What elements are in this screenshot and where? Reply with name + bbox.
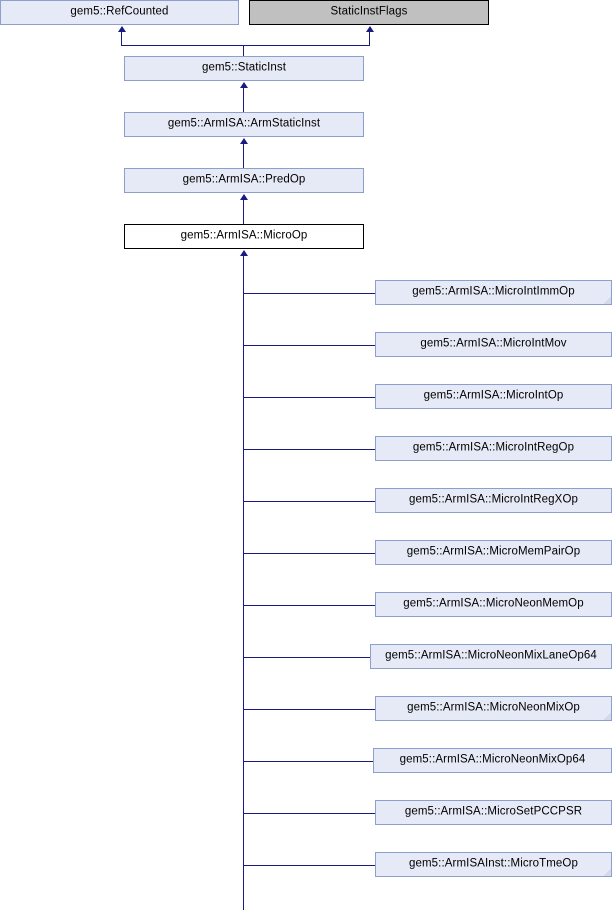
class-node-label: gem5::ArmISA::MicroIntImmOp	[412, 285, 575, 298]
edge-segment	[121, 45, 370, 46]
edge-segment	[243, 397, 375, 398]
derived-class-node[interactable]: gem5::ArmISA::MicroNeonMixLaneOp64	[370, 644, 612, 669]
derived-trunk-line	[243, 255, 244, 910]
class-node-label: gem5::ArmISA::MicroIntRegXOp	[409, 493, 578, 506]
edge-segment	[243, 657, 370, 658]
edge-segment	[243, 345, 375, 346]
derived-class-node[interactable]: gem5::ArmISA::MicroNeonMemOp	[375, 592, 612, 617]
inheritance-arrow	[366, 26, 374, 32]
derived-class-node[interactable]: gem5::ArmISA::MicroIntRegXOp	[375, 488, 612, 513]
class-node-arm-static-inst[interactable]: gem5::ArmISA::ArmStaticInst	[124, 112, 364, 137]
class-node-label: gem5::ArmISA::MicroNeonMemOp	[403, 597, 584, 610]
class-node-micro-op[interactable]: gem5::ArmISA::MicroOp	[124, 224, 364, 249]
class-node-ref-counted[interactable]: gem5::RefCounted	[0, 0, 239, 25]
edge-segment	[243, 761, 373, 762]
class-node-static-inst[interactable]: gem5::StaticInst	[124, 56, 364, 81]
edge-segment	[243, 501, 375, 502]
class-node-label: gem5::StaticInst	[201, 61, 287, 74]
class-node-label: gem5::ArmISA::ArmStaticInst	[167, 117, 321, 130]
class-node-label: gem5::ArmISA::MicroNeonMixOp64	[399, 753, 586, 766]
derived-class-node[interactable]: gem5::ArmISAInst::MicroTmeOp	[375, 852, 612, 877]
inheritance-arrow	[240, 138, 248, 144]
edge-segment	[243, 553, 375, 554]
edge-segment	[243, 45, 244, 56]
edge-segment	[243, 813, 375, 814]
class-node-label: gem5::ArmISA::PredOp	[182, 173, 306, 186]
derived-class-node[interactable]: gem5::ArmISA::MicroSetPCCPSR	[375, 800, 612, 825]
derived-class-node[interactable]: gem5::ArmISA::MicroMemPairOp	[375, 540, 612, 565]
edge-segment	[243, 865, 375, 866]
derived-class-node[interactable]: gem5::ArmISA::MicroIntImmOp	[375, 280, 612, 305]
derived-class-node[interactable]: gem5::ArmISA::MicroIntMov	[375, 332, 612, 357]
edge-segment	[369, 32, 370, 45]
derived-class-node[interactable]: gem5::ArmISA::MicroIntRegOp	[375, 436, 612, 461]
edge-segment	[243, 88, 244, 112]
class-node-label: gem5::ArmISA::MicroNeonMixLaneOp64	[385, 649, 597, 662]
edge-segment	[243, 449, 375, 450]
derived-class-node[interactable]: gem5::ArmISA::MicroIntOp	[375, 384, 612, 409]
class-node-label: gem5::ArmISA::MicroNeonMixOp	[407, 701, 580, 714]
derived-class-node[interactable]: gem5::ArmISA::MicroNeonMixOp	[375, 696, 612, 721]
class-node-pred-op[interactable]: gem5::ArmISA::PredOp	[124, 168, 364, 193]
edge-segment	[121, 32, 122, 45]
inheritance-arrow	[240, 194, 248, 200]
class-node-label: StaticInstFlags	[330, 5, 408, 18]
edge-segment	[243, 144, 244, 168]
derived-class-node[interactable]: gem5::ArmISA::MicroNeonMixOp64	[373, 748, 612, 773]
edge-segment	[243, 605, 375, 606]
class-node-label: gem5::ArmISA::MicroIntMov	[420, 337, 567, 350]
inheritance-arrow	[240, 82, 248, 88]
class-node-label: gem5::ArmISA::MicroOp	[180, 229, 308, 242]
inheritance-arrow	[118, 26, 126, 32]
class-node-label: gem5::RefCounted	[70, 5, 169, 18]
class-node-label: gem5::ArmISA::MicroMemPairOp	[406, 545, 581, 558]
class-node-label: gem5::ArmISA::MicroSetPCCPSR	[404, 805, 583, 818]
class-node-static-inst-flags[interactable]: StaticInstFlags	[249, 0, 489, 25]
class-node-label: gem5::ArmISA::MicroIntOp	[423, 389, 564, 402]
class-node-label: gem5::ArmISA::MicroIntRegOp	[412, 441, 575, 454]
edge-segment	[243, 709, 375, 710]
edge-segment	[243, 200, 244, 224]
inheritance-arrow	[240, 250, 248, 256]
edge-segment	[243, 293, 375, 294]
class-node-label: gem5::ArmISAInst::MicroTmeOp	[409, 857, 578, 870]
